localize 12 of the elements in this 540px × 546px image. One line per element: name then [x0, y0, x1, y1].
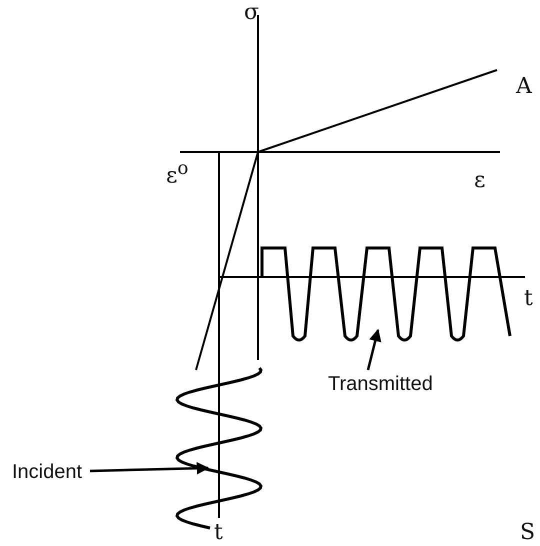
strain-symbol: ε: [474, 170, 486, 192]
time-symbol: t: [214, 522, 223, 544]
incident-label: Incident: [12, 462, 82, 482]
curve-letter: S: [520, 522, 536, 544]
yield-strain-symbol: ε$^{o}$: [166, 160, 188, 188]
transmitted-label: Transmitted: [328, 374, 433, 394]
time-symbol: t: [524, 288, 533, 310]
transmitted-wave-curve: [260, 246, 512, 342]
stress-symbol: σ: [244, 2, 260, 24]
curve-letter: A: [516, 76, 532, 98]
leader-arrow: [90, 462, 210, 475]
leader-arrow: [366, 328, 382, 370]
